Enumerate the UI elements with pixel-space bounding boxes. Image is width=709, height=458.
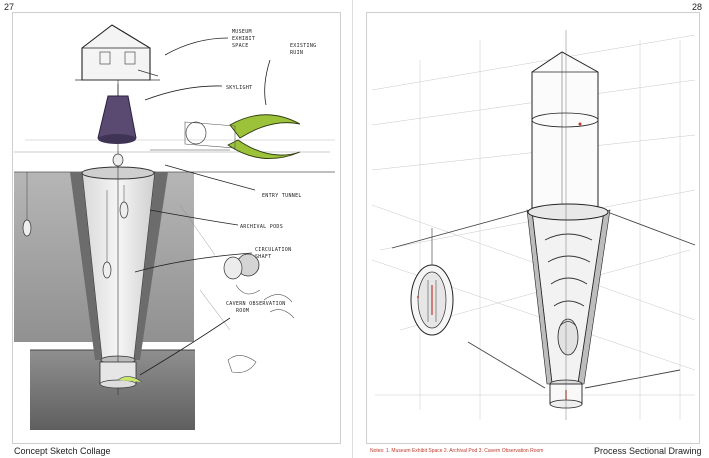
- right-page-number: 28: [692, 2, 703, 12]
- label-cavern-line1: CAVERN OBSERVATION: [226, 301, 286, 307]
- shaft-cone-section: [526, 30, 611, 420]
- circulation-shaft-sketch: [70, 60, 168, 395]
- existing-ruin-sketch: [150, 114, 301, 159]
- label-existing-ruin-line1: EXISTING: [290, 43, 316, 49]
- skylight-bell-sketch: [97, 84, 137, 144]
- label-circulation-line2: SHAFT: [255, 254, 272, 260]
- label-circulation-line1: CIRCULATION: [255, 247, 291, 253]
- detail-sketches: [117, 204, 295, 383]
- label-existing-ruin-line2: RUIN: [290, 50, 303, 56]
- label-museum-line1: MUSEUM: [232, 29, 252, 35]
- label-skylight: SKYLIGHT: [226, 85, 252, 91]
- museum-house-sketch: [75, 24, 160, 81]
- left-page-caption: Concept Sketch Collage: [14, 446, 111, 456]
- label-entry-tunnel: ENTRY TUNNEL: [262, 193, 302, 199]
- archival-pod-section: [410, 228, 454, 336]
- archival-pods-sketch: [22, 153, 129, 279]
- right-page-caption: Process Sectional Drawing: [594, 446, 702, 456]
- left-page-number: 27: [4, 2, 15, 12]
- annotation-leaders: [134, 37, 271, 376]
- label-museum-line3: SPACE: [232, 43, 249, 49]
- label-archival-pods: ARCHIVAL PODS: [240, 224, 283, 230]
- label-cavern-line2: ROOM: [236, 308, 249, 314]
- drawing-notes: Notes: 1. Museum Exhibit Space 2. Archiv…: [370, 448, 544, 454]
- book-spine: [352, 0, 353, 458]
- museum-tower-section: [531, 51, 599, 209]
- label-museum-line2: EXHIBIT: [232, 36, 255, 42]
